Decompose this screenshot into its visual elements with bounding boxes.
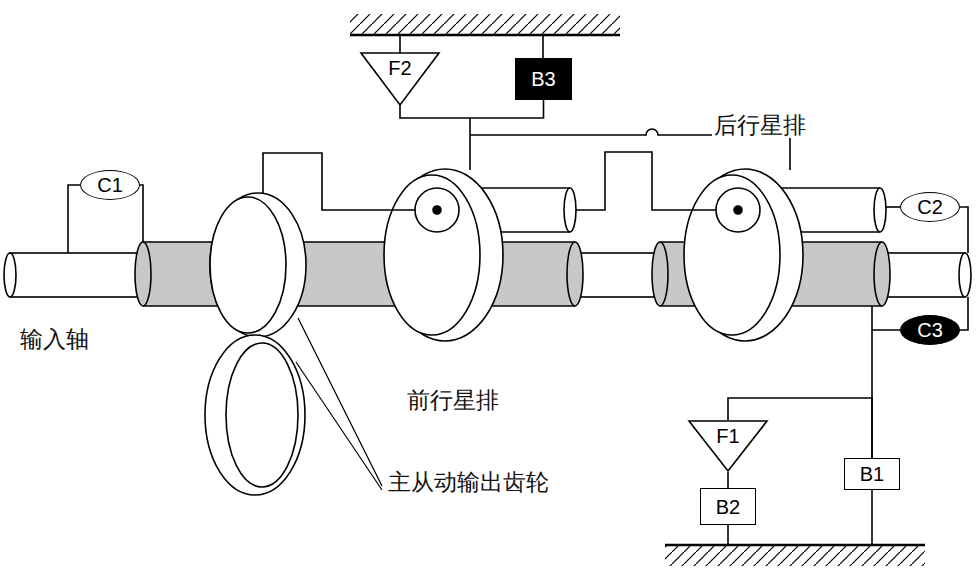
clutch-oval: C1: [80, 170, 140, 200]
ground-tie: [727, 525, 729, 545]
node-label: C3: [917, 320, 943, 340]
link-line: [727, 472, 729, 488]
hollow-shaft: [143, 242, 575, 306]
node-label: F1: [716, 426, 739, 446]
part-label: 主从动输出齿轮: [386, 470, 551, 495]
clutch-oval: C2: [900, 192, 960, 222]
driven-output-gear: [205, 335, 305, 495]
carrier-link: [263, 153, 415, 210]
planet-set-label: 后行星排: [712, 113, 808, 138]
shaft-end: [567, 242, 583, 306]
ground-hatch: [665, 546, 925, 566]
ground-tie: [399, 35, 401, 53]
front-planet-gear: [415, 188, 459, 232]
planet-pin: [564, 188, 576, 232]
carrier-link: [576, 152, 716, 210]
one-way-clutch: F2: [360, 52, 440, 106]
drive-output-gear: [210, 193, 306, 337]
node-label: B3: [531, 69, 555, 89]
one-way-clutch: F1: [688, 420, 768, 472]
shaft-end: [135, 242, 151, 306]
brake-box: B1: [844, 458, 900, 490]
shaft-end: [652, 242, 668, 306]
ground-tie: [542, 35, 544, 58]
shaft-end: [874, 242, 890, 306]
clutch-tie: [960, 207, 968, 253]
planet-set-label: 前行星排: [405, 388, 501, 413]
rear-planet-gear: [716, 188, 760, 232]
planet-pin: [874, 188, 886, 232]
leader-line: [296, 362, 382, 490]
clutch-tie: [68, 185, 80, 253]
brake-box: B2: [700, 488, 756, 525]
node-label: B2: [716, 497, 740, 517]
ground-hatch: [350, 14, 620, 34]
ground-line: [665, 544, 925, 547]
link-line: [400, 100, 544, 118]
ground-tie: [871, 490, 873, 545]
shaft-end: [959, 253, 971, 297]
ground-line: [350, 34, 620, 37]
leader-line: [298, 318, 382, 486]
node-label: B1: [860, 464, 884, 484]
shaft-end: [4, 253, 16, 297]
clutch-tie: [886, 206, 900, 208]
clutch-tie: [140, 185, 143, 242]
clutch-oval: C3: [900, 315, 960, 345]
clutch-tie: [871, 306, 873, 330]
brake-box: B3: [515, 58, 572, 100]
part-label: 输入轴: [18, 327, 91, 352]
node-label: C2: [917, 197, 943, 217]
node-label: C1: [97, 175, 123, 195]
node-label: F2: [388, 58, 411, 78]
link-line: [872, 330, 900, 458]
clutch-tie: [960, 297, 968, 330]
ring-link: [469, 118, 471, 170]
